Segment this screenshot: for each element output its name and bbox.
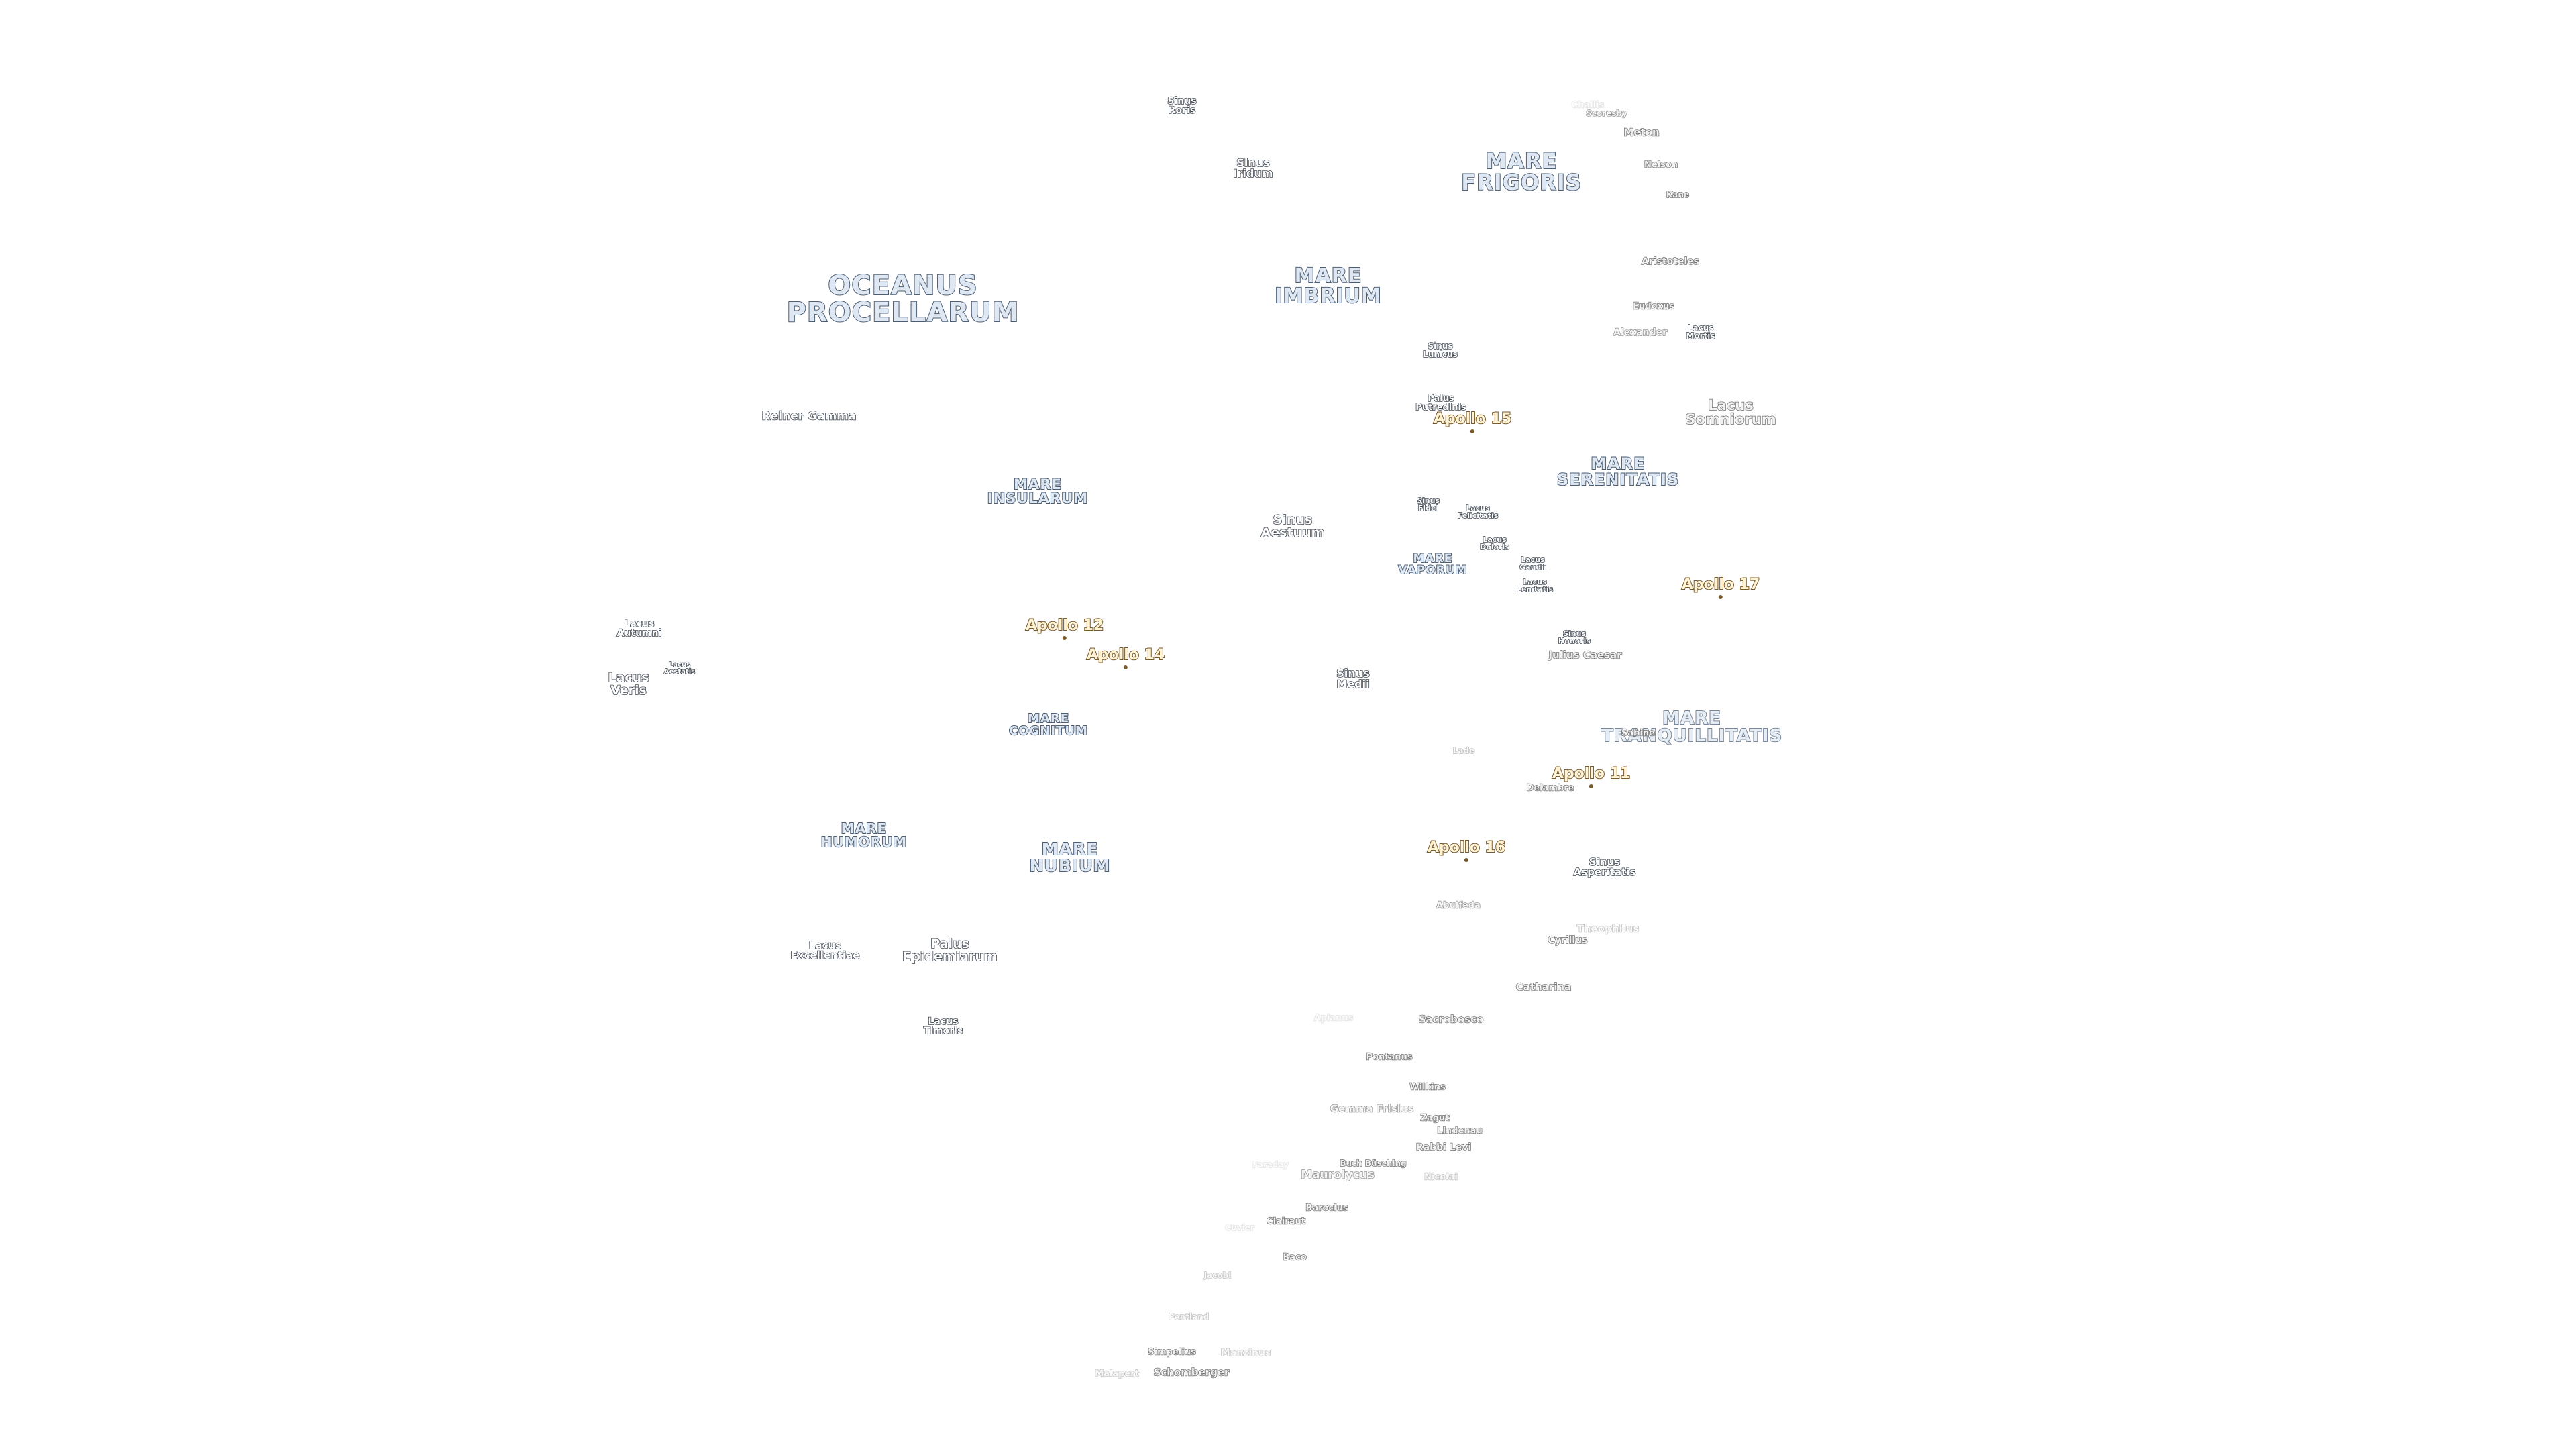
- label-sinus-honoris: Sinus Honoris: [1558, 629, 1591, 645]
- label-lacus-mortis: Lacus Mortis: [1686, 323, 1716, 341]
- label-sinus-aestuum: Sinus Aestuum: [1260, 513, 1325, 540]
- label-mare-nubium: MARE NUBIUM: [1029, 839, 1111, 875]
- label-barocius: Barocius: [1305, 1203, 1349, 1214]
- label-clairaut: Clairaut: [1266, 1216, 1305, 1227]
- label-manzinus: Manzinus: [1220, 1348, 1271, 1358]
- label-apollo-15: Apollo 15: [1433, 411, 1512, 433]
- label-gemma-frisius: Gemma Frisius: [1330, 1102, 1414, 1115]
- label-apollo-17: Apollo 17: [1681, 576, 1760, 599]
- label-simpelius: Simpelius: [1148, 1347, 1197, 1358]
- label-lacus-veris: Lacus Veris: [608, 670, 650, 698]
- label-lacus-lenitatis: Lacus Lenitatis: [1516, 578, 1554, 594]
- label-baco: Baco: [1283, 1252, 1307, 1263]
- label-alexander: Alexander: [1613, 327, 1668, 338]
- label-mare-insularum: MARE INSULARUM: [987, 476, 1089, 506]
- label-mare-cognitum: MARE COGNITUM: [1008, 712, 1088, 738]
- label-palus-epidemiarum: Palus Epidemiarum: [902, 936, 998, 964]
- label-apollo-12: Apollo 12: [1025, 617, 1104, 640]
- label-lacus-gaudii: Lacus Gaudii: [1519, 555, 1546, 572]
- label-faraday: Faraday: [1252, 1160, 1289, 1169]
- label-lacus-excellentiae: Lacus Excellentiae: [790, 939, 860, 961]
- label-pontanus: Pontanus: [1366, 1052, 1413, 1063]
- label-catharina: Catharina: [1515, 981, 1572, 994]
- label-wilkins: Wilkins: [1409, 1082, 1446, 1093]
- label-aristoteles: Aristoteles: [1641, 256, 1700, 267]
- label-mare-imbrium: MARE IMBRIUM: [1274, 264, 1382, 308]
- label-sabine: Sabine: [1621, 728, 1655, 739]
- label-zagut: Zagut: [1420, 1113, 1450, 1124]
- label-apollo-14: Apollo 14: [1086, 647, 1165, 669]
- label-maurolycus: Maurolycus: [1300, 1168, 1375, 1182]
- label-sinus-medii: Sinus Medii: [1336, 667, 1371, 690]
- label-sinus-lunicus: Sinus Lunicus: [1422, 341, 1458, 359]
- label-pentland: Pentland: [1168, 1312, 1210, 1322]
- label-lacus-doloris: Lacus Doloris: [1479, 535, 1509, 551]
- label-challis: Challis: [1571, 100, 1605, 111]
- label-lacus-felicitatis: Lacus Felicitatis: [1457, 504, 1499, 520]
- label-lindenau: Lindenau: [1437, 1126, 1483, 1136]
- label-malapert: Malapert: [1094, 1368, 1139, 1379]
- label-mare-tranquillitatis: MARE TRANQUILLITATIS: [1601, 708, 1783, 746]
- label-buch-busching: Buch Büsching: [1340, 1159, 1407, 1168]
- label-meton: Meton: [1623, 126, 1660, 139]
- label-jacobi: Jacobi: [1203, 1271, 1232, 1280]
- label-lacus-autumni: Lacus Autumni: [616, 619, 662, 639]
- label-scoresby: Scoresby: [1585, 109, 1627, 118]
- label-sinus-asperitatis: Sinus Asperitatis: [1573, 856, 1636, 878]
- label-sinus-roris: Sinus Roris: [1167, 96, 1197, 116]
- label-oceanus-procellarum: OCEANUS PROCELLARUM: [786, 270, 1020, 328]
- label-apollo-11: Apollo 11: [1552, 765, 1631, 788]
- label-kane: Kane: [1666, 190, 1690, 199]
- label-rabbi-levi: Rabbi Levi: [1415, 1142, 1472, 1153]
- label-reiner-gamma: Reiner Gamma: [761, 409, 857, 423]
- label-abulfeda: Abulfeda: [1436, 900, 1481, 911]
- label-nicolai: Nicolai: [1424, 1172, 1458, 1183]
- label-theophilus: Theophilus: [1576, 922, 1640, 935]
- label-mare-humorum: MARE HUMORUM: [820, 820, 908, 850]
- label-sinus-fidei: Sinus Fidei: [1416, 496, 1440, 513]
- label-lacus-timoris: Lacus Timoris: [923, 1016, 963, 1036]
- label-julius-caesar: Julius Caesar: [1548, 649, 1623, 661]
- label-cyrillus: Cyrillus: [1548, 935, 1589, 946]
- label-apollo-16: Apollo 16: [1427, 839, 1506, 862]
- label-apianus: Apianus: [1313, 1013, 1354, 1024]
- label-palus-putredinis: Palus Putredinis: [1415, 394, 1466, 413]
- label-schomberger: Schomberger: [1153, 1366, 1230, 1379]
- label-mare-frigoris: MARE FRIGORIS: [1460, 148, 1582, 195]
- label-mare-serenitatis: MARE SERENITATIS: [1556, 454, 1680, 489]
- label-cuvier: Cuvier: [1225, 1223, 1255, 1232]
- label-nelson: Nelson: [1644, 160, 1678, 170]
- label-lade: Lade: [1452, 746, 1475, 755]
- label-sacrobosco: Sacrobosco: [1418, 1013, 1484, 1026]
- label-eudoxus: Eudoxus: [1632, 301, 1674, 312]
- label-mare-vaporum: MARE VAPORUM: [1398, 552, 1468, 577]
- label-lacus-somniorum: Lacus Somniorum: [1685, 397, 1777, 427]
- label-delambre: Delambre: [1526, 783, 1574, 794]
- label-lacus-aestatis: Lacus Aestatis: [663, 661, 696, 676]
- label-sinus-iridum: Sinus Iridum: [1233, 156, 1273, 180]
